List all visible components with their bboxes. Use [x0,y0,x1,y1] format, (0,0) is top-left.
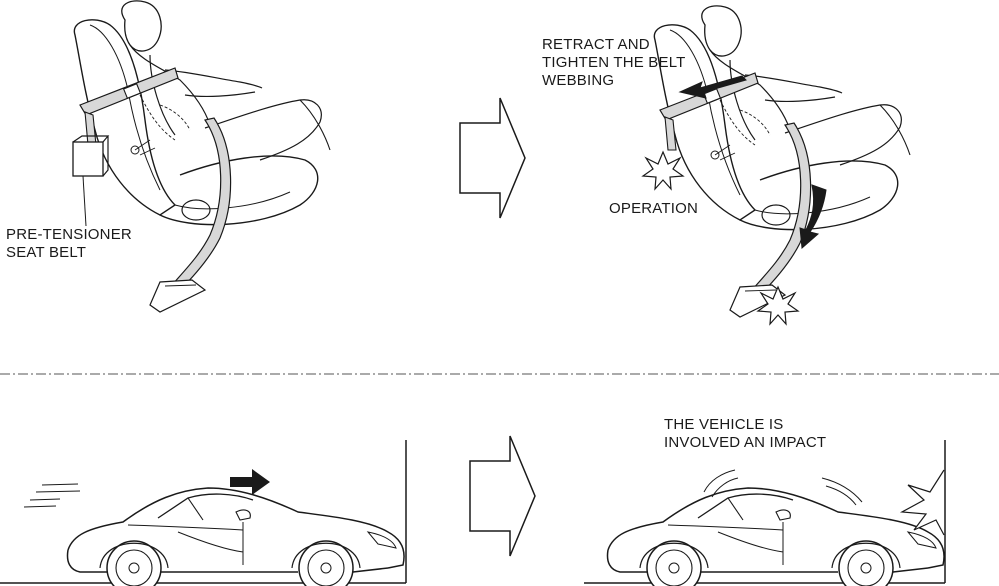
transition-arrow-top [459,97,526,219]
pretensioner-leader-line [82,175,87,227]
motion-arrow-icon [230,469,270,495]
tighten-arrow [799,184,827,250]
retract-label: RETRACT AND TIGHTEN THE BELT WEBBING [542,36,686,90]
speed-lines [23,483,81,508]
car-impact-illustration [584,440,946,586]
operation-burst-icon [642,151,684,190]
retract-label-line2: TIGHTEN THE BELT [542,54,686,71]
pretensioner-label-line1: PRE-TENSIONER [6,226,132,243]
operation-label: OPERATION [609,200,699,217]
pretensioner-unit [72,141,104,177]
pretensioner-label-line2: SEAT BELT [6,244,87,261]
car-moving-illustration [0,440,407,586]
shake-lines [703,469,863,506]
seat-after-illustration [642,5,911,325]
seat-before-illustration [72,0,331,313]
transition-arrow-bottom [469,435,536,557]
retract-label-line1: RETRACT AND [542,36,650,53]
pretensioner-label: PRE-TENSIONER SEAT BELT [6,226,132,262]
retract-label-line3: WEBBING [542,72,615,89]
impact-label-line1: THE VEHICLE IS [664,416,784,433]
impact-burst-icon [899,469,945,536]
retract-arrow [678,75,747,99]
impact-label: THE VEHICLE IS INVOLVED AN IMPACT [664,416,826,452]
impact-label-line2: INVOLVED AN IMPACT [664,434,827,451]
